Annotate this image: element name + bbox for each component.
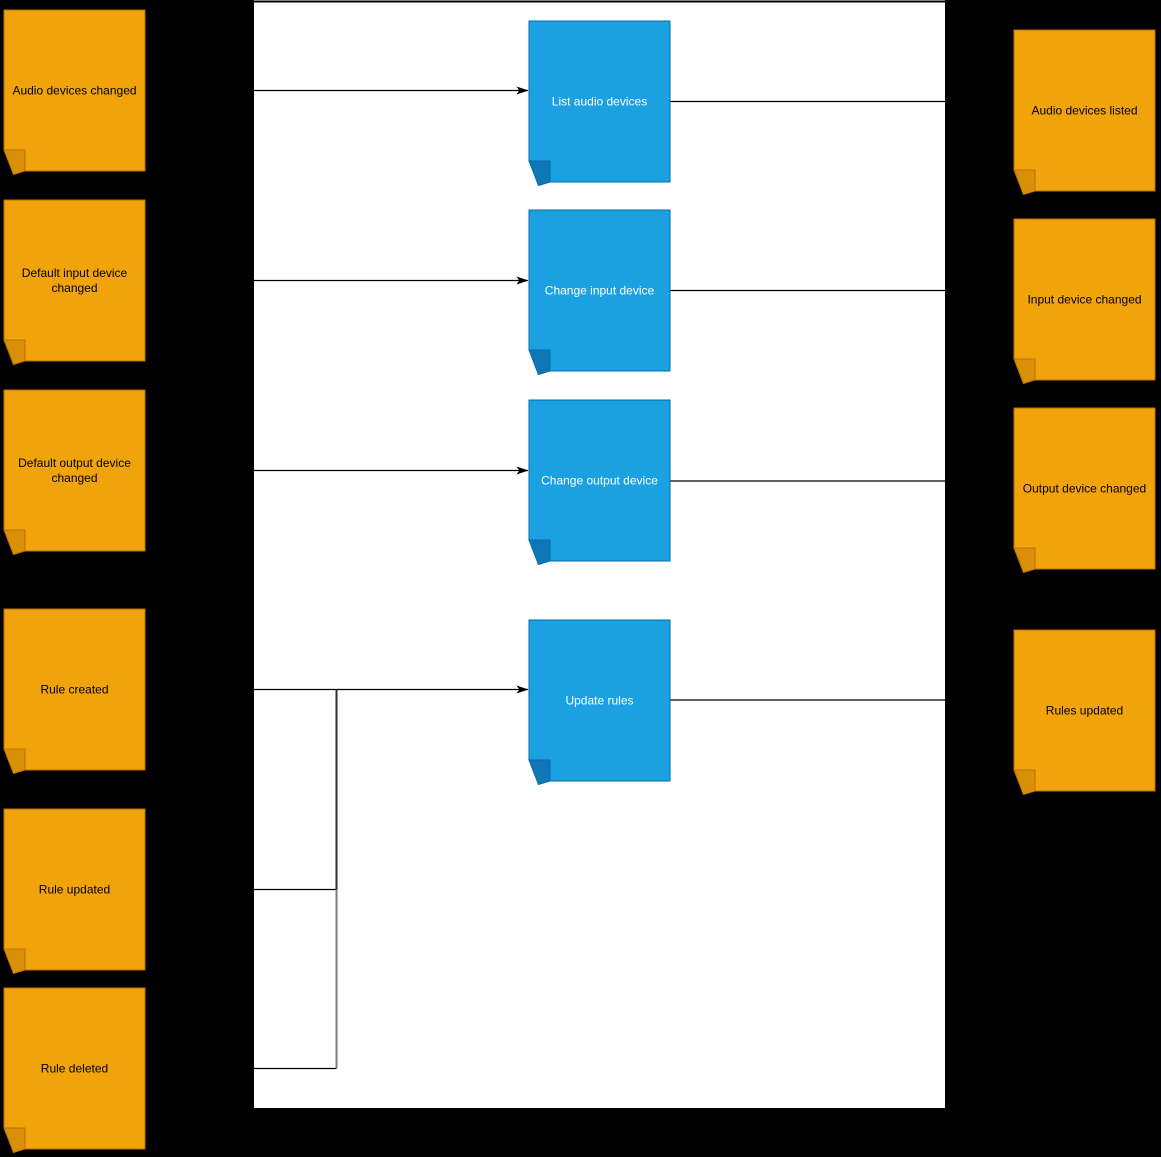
note-body — [1013, 407, 1156, 570]
note-body — [528, 20, 671, 183]
note-fold-corner-icon — [528, 349, 551, 376]
note-label: Rule deleted — [41, 1062, 108, 1076]
note-list-audio-devices[interactable]: List audio devices — [528, 20, 671, 187]
note-rule-created[interactable]: Rule created — [3, 608, 146, 775]
note-label: Update rules — [565, 694, 633, 708]
note-body — [528, 619, 671, 782]
note-fold-corner-icon — [528, 160, 551, 187]
note-rule-updated[interactable]: Rule updated — [3, 808, 146, 975]
note-label: Rules updated — [1046, 704, 1123, 718]
note-fold-corner-icon — [1013, 547, 1036, 574]
note-fold-corner-icon — [528, 539, 551, 566]
note-body — [3, 608, 146, 771]
note-output-device-changed[interactable]: Output device changed — [1013, 407, 1156, 574]
note-rules-updated[interactable]: Rules updated — [1013, 629, 1156, 796]
note-input-device-changed[interactable]: Input device changed — [1013, 218, 1156, 385]
note-label: Output device changed — [1023, 482, 1146, 496]
note-update-rules[interactable]: Update rules — [528, 619, 671, 786]
note-body — [3, 987, 146, 1150]
note-label: Rule updated — [39, 883, 110, 897]
note-label: Rule created — [40, 683, 108, 697]
note-fold-corner-icon — [3, 149, 26, 176]
note-fold-corner-icon — [528, 759, 551, 786]
note-label: Audio devices listed — [1031, 104, 1137, 118]
note-body — [528, 399, 671, 562]
note-label: Change output device — [541, 474, 658, 488]
note-fold-corner-icon — [3, 339, 26, 366]
note-label: List audio devices — [552, 95, 647, 109]
note-fold-corner-icon — [3, 748, 26, 775]
note-change-input-device[interactable]: Change input device — [528, 209, 671, 376]
note-label: Input device changed — [1027, 293, 1141, 307]
note-body — [3, 9, 146, 172]
note-body — [3, 808, 146, 971]
note-fold-corner-icon — [3, 1127, 26, 1154]
note-body — [1013, 629, 1156, 792]
note-audio-devices-changed[interactable]: Audio devices changed — [3, 9, 146, 176]
note-label: Audio devices changed — [12, 84, 136, 98]
note-body — [1013, 218, 1156, 381]
note-fold-corner-icon — [3, 529, 26, 556]
note-fold-corner-icon — [1013, 169, 1036, 196]
note-body — [1013, 29, 1156, 192]
note-fold-corner-icon — [1013, 358, 1036, 385]
note-fold-corner-icon — [1013, 769, 1036, 796]
note-body — [3, 199, 146, 362]
note-body — [3, 389, 146, 552]
note-label: Change input device — [545, 284, 655, 298]
note-change-output-device[interactable]: Change output device — [528, 399, 671, 566]
note-audio-devices-listed[interactable]: Audio devices listed — [1013, 29, 1156, 196]
note-rule-deleted[interactable]: Rule deleted — [3, 987, 146, 1154]
note-body — [528, 209, 671, 372]
note-fold-corner-icon — [3, 948, 26, 975]
